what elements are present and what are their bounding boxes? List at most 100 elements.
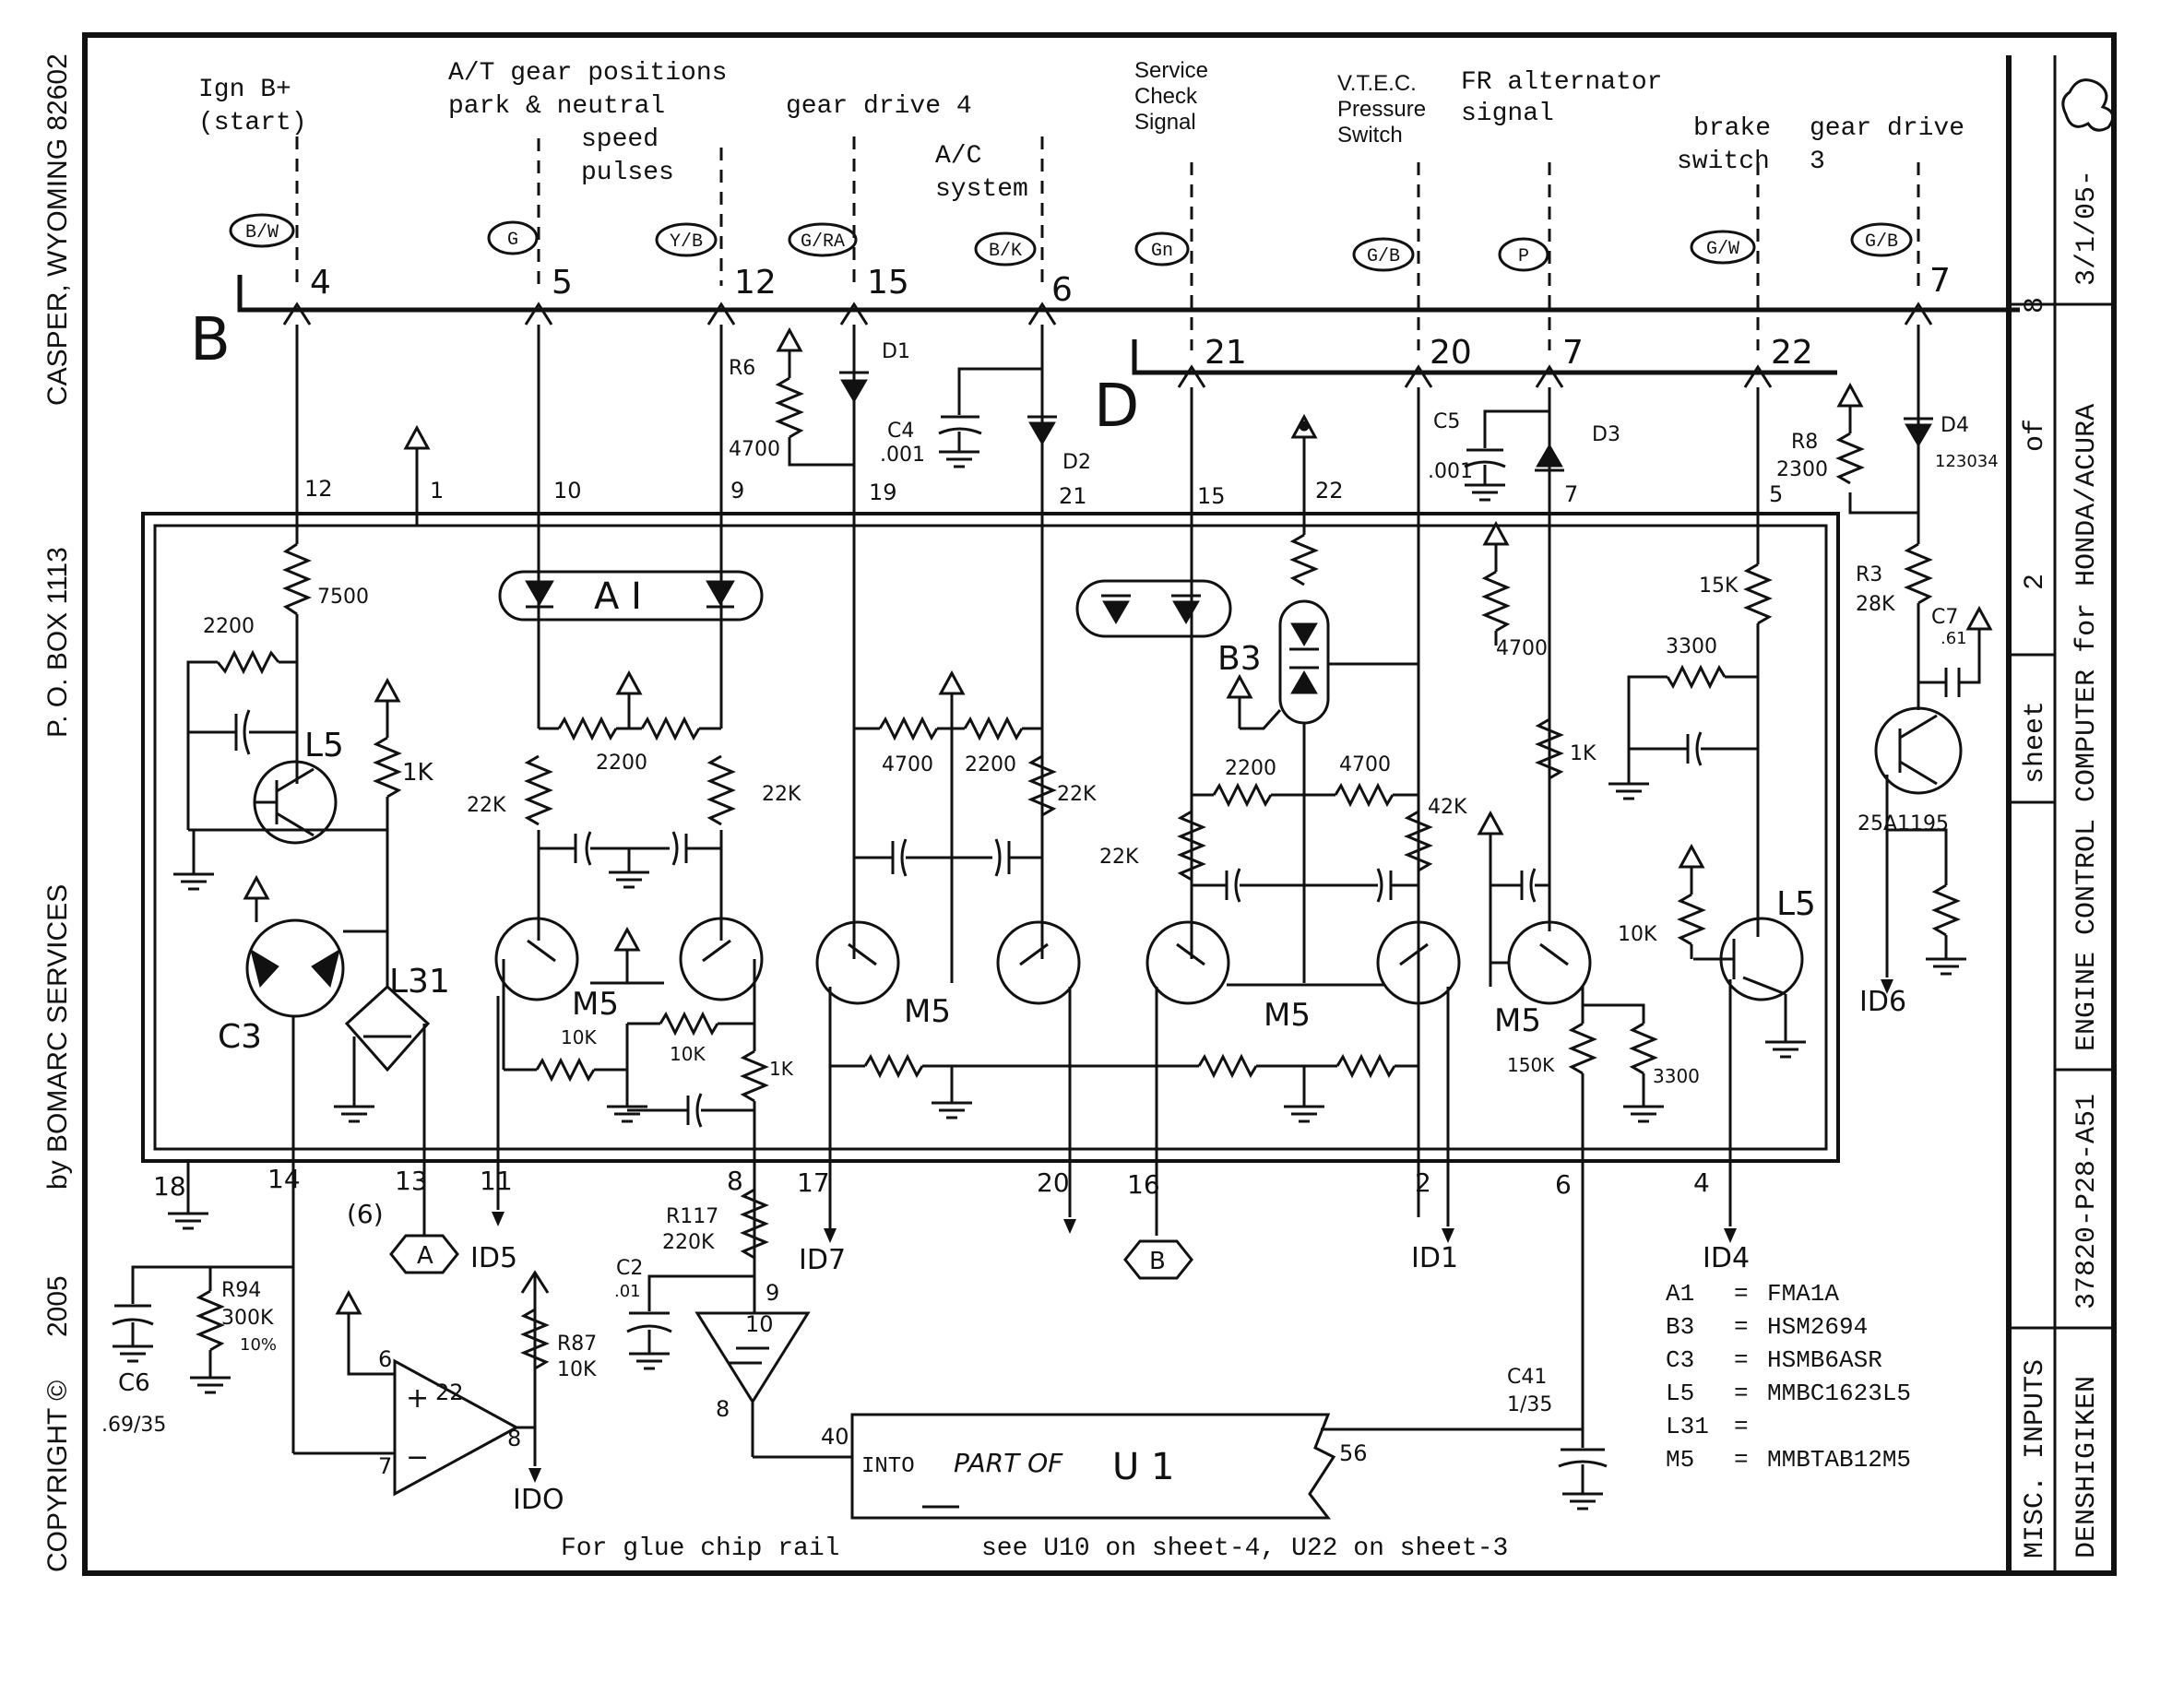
svg-text:.69/35: .69/35: [101, 1414, 166, 1437]
svg-text:B: B: [1149, 1248, 1166, 1275]
svg-text:A I: A I: [594, 575, 642, 618]
svg-text:4: 4: [310, 264, 331, 302]
svg-text:L31: L31: [389, 963, 450, 1001]
svg-text:G/B: G/B: [1865, 231, 1898, 253]
svg-text:1K: 1K: [769, 1058, 794, 1080]
svg-text:21: 21: [1059, 483, 1087, 509]
svg-text:A/T gear positions: A/T gear positions: [448, 59, 727, 88]
svg-text:12: 12: [304, 476, 333, 502]
svg-text:22K: 22K: [467, 794, 506, 817]
svg-text:HSMB6ASR: HSMB6ASR: [1767, 1346, 1882, 1374]
svg-text:ID7: ID7: [799, 1244, 846, 1276]
svg-text:M5: M5: [1494, 1002, 1541, 1039]
signal-labels: Ign B+ (start) A/T gear positions park &…: [198, 58, 1964, 204]
svg-text:P: P: [1518, 246, 1529, 267]
footer-note-left: For glue chip rail: [561, 1534, 839, 1563]
svg-text:PART OF: PART OF: [954, 1448, 1063, 1478]
svg-text:Switch: Switch: [1337, 123, 1403, 148]
svg-text:10K: 10K: [557, 1358, 597, 1381]
svg-text:10: 10: [745, 1311, 774, 1337]
svg-text:8: 8: [727, 1166, 743, 1196]
svg-text:park & neutral: park & neutral: [448, 92, 665, 121]
svg-text:22K: 22K: [1057, 783, 1097, 806]
svg-text:G/B: G/B: [1367, 246, 1400, 267]
svg-text:42K: 42K: [1428, 796, 1467, 819]
svg-text:22: 22: [1771, 334, 1813, 372]
connector-bus-d: D 21 20 7 22: [1094, 334, 1837, 441]
svg-text:9: 9: [730, 478, 744, 503]
section-name: MISC. INPUTS: [2020, 1359, 2051, 1558]
svg-text:7: 7: [1562, 334, 1584, 372]
svg-text:.01: .01: [614, 1282, 641, 1301]
svg-text:ID1: ID1: [1411, 1242, 1458, 1274]
svg-text:7: 7: [378, 1453, 392, 1479]
svg-text:=: =: [1734, 1313, 1749, 1341]
sheet-label: sheet: [2020, 701, 2051, 784]
svg-text:40: 40: [821, 1424, 849, 1450]
svg-text:HSM2694: HSM2694: [1767, 1313, 1868, 1341]
svg-text:=: =: [1734, 1346, 1749, 1374]
svg-text:300K: 300K: [221, 1307, 274, 1330]
svg-text:2200: 2200: [203, 615, 255, 638]
svg-text:3: 3: [1810, 148, 1825, 176]
svg-text:=: =: [1734, 1280, 1749, 1308]
svg-text:D3: D3: [1592, 423, 1620, 446]
svg-text:Pressure: Pressure: [1337, 97, 1426, 122]
svg-text:4700: 4700: [1496, 637, 1548, 660]
svg-text:.001: .001: [880, 444, 925, 467]
svg-text:D2: D2: [1062, 451, 1091, 474]
svg-text:ID5: ID5: [470, 1242, 517, 1274]
svg-text:3300: 3300: [1666, 635, 1717, 658]
svg-text:56: 56: [1339, 1440, 1368, 1466]
svg-text:.001: .001: [1428, 460, 1473, 483]
svg-text:1K: 1K: [402, 759, 434, 787]
svg-text:Check: Check: [1134, 84, 1198, 109]
svg-text:(6): (6): [347, 1199, 384, 1229]
sheet-frame: [82, 32, 2117, 1576]
svg-text:220K: 220K: [662, 1231, 715, 1254]
svg-text:2200: 2200: [965, 753, 1016, 776]
svg-text:FR alternator: FR alternator: [1461, 68, 1662, 97]
svg-text:18: 18: [153, 1171, 186, 1202]
svg-text:signal: signal: [1461, 100, 1554, 128]
svg-text:gear drive: gear drive: [1810, 114, 1964, 143]
part-number: 37820-P28-A51: [2071, 1094, 2103, 1309]
svg-text:150K: 150K: [1507, 1054, 1555, 1076]
svg-text:12: 12: [734, 264, 777, 302]
sheet-number: 2: [2020, 574, 2051, 590]
svg-text:Y/B: Y/B: [670, 231, 703, 253]
svg-text:C3: C3: [218, 1018, 262, 1056]
svg-text:A1: A1: [1666, 1280, 1694, 1308]
svg-text:3300: 3300: [1653, 1065, 1700, 1087]
logo-icon: [2061, 78, 2115, 132]
svg-text:6: 6: [1051, 271, 1073, 309]
hybrid-module-outline: [141, 512, 1840, 1163]
of-label: of: [2020, 419, 2051, 452]
svg-text:10: 10: [553, 478, 582, 503]
svg-text:C41: C41: [1507, 1366, 1547, 1389]
svg-text:7: 7: [1564, 481, 1578, 507]
svg-text:Ign B+: Ign B+: [198, 76, 291, 104]
svg-text:pulses: pulses: [581, 159, 674, 187]
svg-text:gear drive 4: gear drive 4: [786, 92, 972, 121]
year-label: 2005: [42, 1275, 73, 1337]
svg-text:8: 8: [716, 1396, 730, 1422]
svg-text:L5: L5: [304, 727, 344, 764]
author-credit: by BOMARC SERVICES: [42, 884, 73, 1190]
svg-text:+: +: [406, 1382, 429, 1415]
svg-text:5: 5: [1769, 481, 1783, 507]
ic-pin-labels: 9 10 8 6 7 8 22 40 56: [378, 1280, 1368, 1479]
svg-text:M5: M5: [572, 986, 619, 1023]
svg-text:C7: C7: [1931, 606, 1958, 629]
svg-text:B3: B3: [1217, 640, 1262, 678]
svg-text:1K: 1K: [1570, 742, 1596, 765]
svg-text:L5: L5: [1776, 885, 1816, 923]
date-label: 3/1/05-: [2071, 170, 2103, 286]
svg-text:R94: R94: [221, 1279, 261, 1302]
svg-text:5: 5: [552, 264, 573, 302]
svg-text:V.T.E.C.: V.T.E.C.: [1337, 71, 1417, 96]
svg-text:(start): (start): [198, 109, 307, 137]
svg-text:2200: 2200: [1225, 757, 1276, 780]
svg-text:1: 1: [430, 478, 444, 503]
